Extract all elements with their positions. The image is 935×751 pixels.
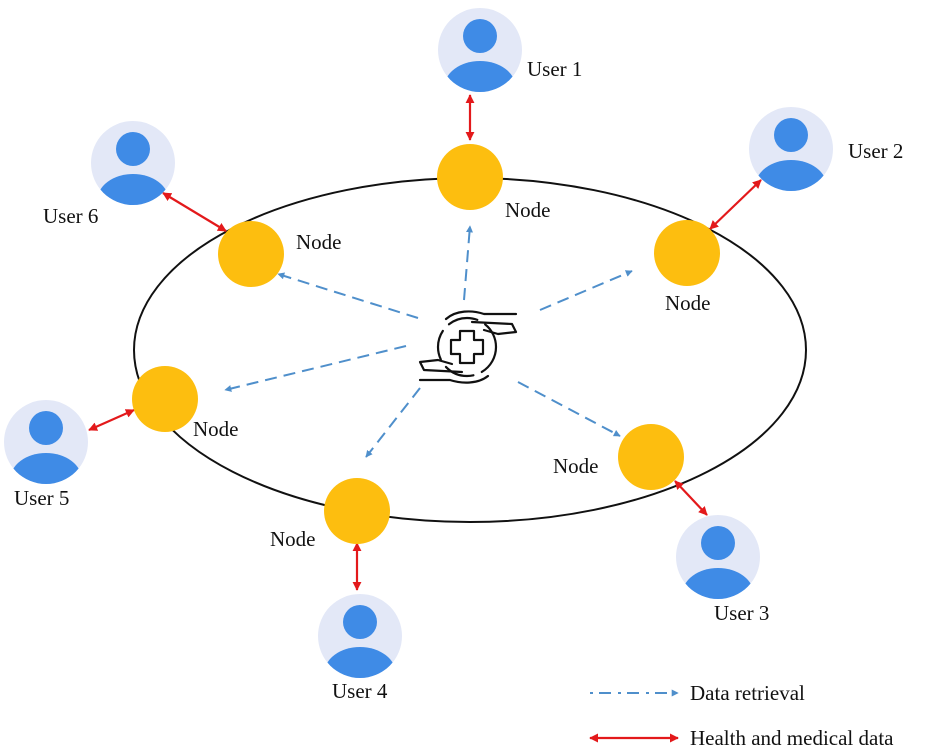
node-1-label: Node [505, 198, 551, 222]
health-data-arrows [88, 94, 762, 591]
node-3 [618, 424, 684, 490]
retrieval-arrow-n4 [365, 387, 421, 458]
user-1-label: User 1 [527, 57, 582, 81]
node-6 [218, 221, 284, 287]
node-1 [437, 144, 503, 210]
node-5-label: Node [193, 417, 239, 441]
node-2 [654, 220, 720, 286]
retrieval-arrow-n1 [463, 225, 473, 301]
user-4-avatar-icon [318, 594, 402, 678]
data-retrieval-arrows [224, 225, 633, 458]
user-5-label: User 5 [14, 486, 69, 510]
node-4-label: Node [270, 527, 316, 551]
nodes [132, 144, 720, 544]
user-3-avatar-icon [676, 515, 760, 599]
user-2-label: User 2 [848, 139, 903, 163]
node-4 [324, 478, 390, 544]
user-2-avatar-icon [749, 107, 833, 191]
health-arrow-u5 [88, 408, 135, 432]
health-arrow-u3 [674, 480, 708, 516]
node-5 [132, 366, 198, 432]
retrieval-arrow-n5 [224, 345, 407, 392]
legend-health-data-label: Health and medical data [690, 726, 894, 750]
user-6-avatar-icon [91, 121, 175, 205]
retrieval-arrow-n6 [277, 272, 419, 319]
health-arrow-u6 [162, 192, 227, 232]
hands-holding-medical-cross-icon [418, 310, 518, 384]
node-2-label: Node [665, 291, 711, 315]
user-4-label: User 4 [332, 679, 388, 703]
health-arrow-u2 [709, 179, 762, 230]
legend-data-retrieval-label: Data retrieval [690, 681, 805, 705]
retrieval-arrow-n3 [517, 381, 621, 437]
node-3-label: Node [553, 454, 599, 478]
user-1-avatar-icon [438, 8, 522, 92]
node-6-label: Node [296, 230, 342, 254]
user-6-label: User 6 [43, 204, 98, 228]
legend: Data retrieval Health and medical data [589, 681, 894, 750]
user-3-label: User 3 [714, 601, 769, 625]
retrieval-arrow-n2 [539, 270, 633, 311]
user-5-avatar-icon [4, 400, 88, 484]
